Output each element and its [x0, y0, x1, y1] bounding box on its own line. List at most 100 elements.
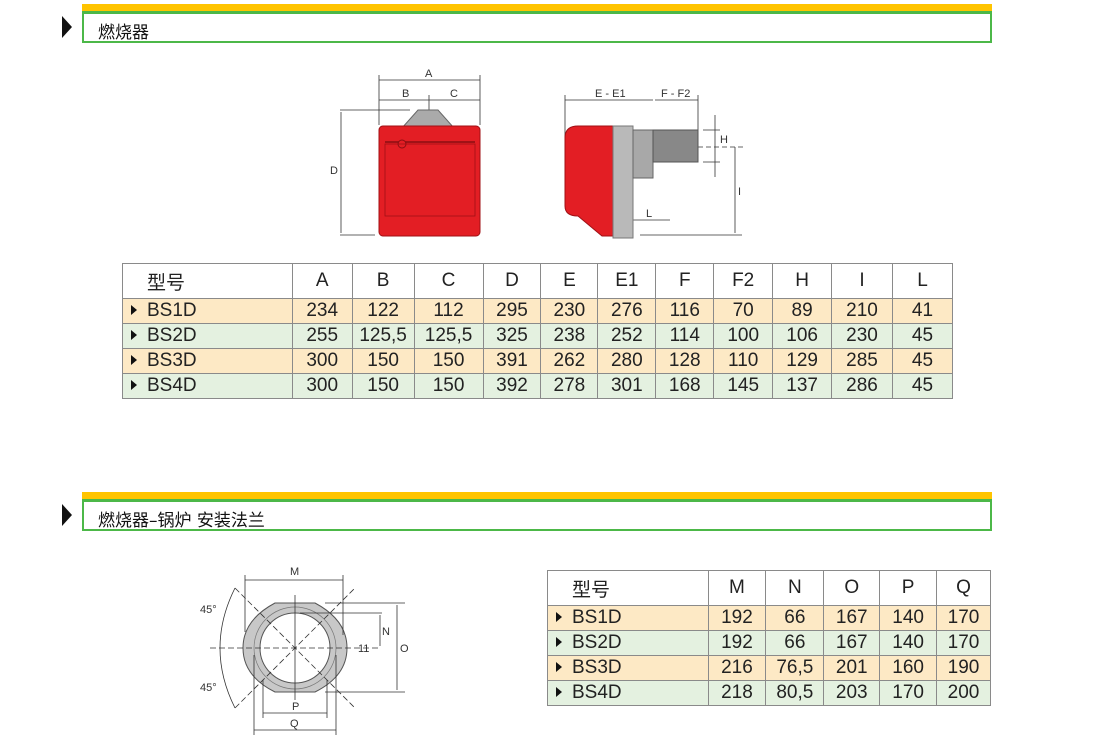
triangle-bullet-icon: [131, 305, 137, 315]
value-cell: 150: [413, 348, 484, 374]
label-C: C: [450, 88, 458, 100]
value-cell: 300: [291, 373, 353, 399]
model-name: BS3D: [572, 657, 622, 678]
value-cell: 280: [597, 348, 657, 374]
value-cell: 122: [351, 298, 415, 324]
value-cell: 201: [823, 655, 881, 681]
value-cell: 100: [713, 323, 774, 349]
model-cell: BS3D: [547, 655, 709, 681]
triangle-bullet-icon: [62, 504, 72, 526]
value-cell: 252: [597, 323, 657, 349]
value-cell: 125,5: [413, 323, 484, 349]
value-cell: 392: [482, 373, 542, 399]
header-cell: H: [772, 263, 833, 299]
value-cell: 114: [655, 323, 715, 349]
value-cell: 160: [879, 655, 938, 681]
value-cell: 168: [655, 373, 715, 399]
value-cell: 276: [597, 298, 657, 324]
value-cell: 80,5: [765, 680, 825, 706]
value-cell: 145: [713, 373, 774, 399]
label-M: M: [290, 566, 299, 578]
value-cell: 170: [879, 680, 938, 706]
value-cell: 170: [936, 605, 991, 631]
value-cell: 137: [772, 373, 833, 399]
value-cell: 150: [351, 348, 415, 374]
value-cell: 167: [823, 605, 881, 631]
triangle-bullet-icon: [556, 662, 562, 672]
model-name: BS2D: [147, 325, 197, 346]
value-cell: 300: [291, 348, 353, 374]
value-cell: 200: [936, 680, 991, 706]
triangle-bullet-icon: [556, 687, 562, 697]
label-11: 11: [358, 643, 369, 655]
value-cell: 170: [936, 630, 991, 656]
model-name: BS2D: [572, 632, 622, 653]
value-cell: 45: [891, 348, 954, 374]
label-O: O: [400, 643, 409, 655]
label-F-F2: F - F2: [661, 88, 690, 100]
model-name: BS3D: [147, 350, 197, 371]
label-D: D: [330, 165, 338, 177]
header-cell: A: [291, 263, 353, 299]
value-cell: 112: [413, 298, 484, 324]
label-H: H: [720, 134, 728, 146]
header-cell: N: [765, 570, 825, 606]
label-A: A: [425, 68, 433, 80]
value-cell: 216: [707, 655, 767, 681]
header-cell: P: [879, 570, 938, 606]
header-cell: Q: [936, 570, 991, 606]
model-cell: BS1D: [122, 298, 293, 324]
label-I: I: [738, 186, 741, 198]
label-Q: Q: [290, 718, 299, 730]
header-cell: E: [540, 263, 599, 299]
header-model: 型号: [122, 263, 293, 299]
header-cell: M: [707, 570, 767, 606]
model-cell: BS4D: [122, 373, 293, 399]
value-cell: 129: [772, 348, 833, 374]
value-cell: 125,5: [351, 323, 415, 349]
value-cell: 140: [879, 605, 938, 631]
value-cell: 278: [540, 373, 599, 399]
value-cell: 234: [291, 298, 353, 324]
value-cell: 203: [823, 680, 881, 706]
label-L: L: [646, 208, 652, 220]
model-name: BS1D: [147, 300, 197, 321]
value-cell: 110: [713, 348, 774, 374]
triangle-bullet-icon: [131, 380, 137, 390]
header-cell: F: [655, 263, 715, 299]
value-cell: 76,5: [765, 655, 825, 681]
value-cell: 218: [707, 680, 767, 706]
value-cell: 285: [831, 348, 893, 374]
table-header-row: 型号 A B C D E E1 F F2 H I L: [122, 263, 954, 299]
value-cell: 210: [831, 298, 893, 324]
model-name: BS4D: [147, 375, 197, 396]
flange-dimension-diagram: M N O P Q 11 45° 45°: [200, 566, 409, 735]
title-box: 燃烧器–锅炉 安装法兰: [82, 499, 992, 531]
triangle-bullet-icon: [131, 355, 137, 365]
value-cell: 192: [707, 605, 767, 631]
label-N: N: [382, 626, 390, 638]
value-cell: 70: [713, 298, 774, 324]
value-cell: 140: [879, 630, 938, 656]
header-cell: F2: [713, 263, 774, 299]
model-name: BS1D: [572, 607, 622, 628]
value-cell: 286: [831, 373, 893, 399]
model-cell: BS4D: [547, 680, 709, 706]
model-name: BS4D: [572, 682, 622, 703]
value-cell: 41: [891, 298, 954, 324]
section-header-burner: 燃烧器: [62, 4, 994, 44]
header-cell: L: [891, 263, 954, 299]
triangle-bullet-icon: [556, 612, 562, 622]
section-title: 燃烧器–锅炉 安装法兰: [98, 511, 265, 531]
table-header-row: 型号 M N O P Q: [547, 570, 991, 606]
value-cell: 167: [823, 630, 881, 656]
value-cell: 192: [707, 630, 767, 656]
